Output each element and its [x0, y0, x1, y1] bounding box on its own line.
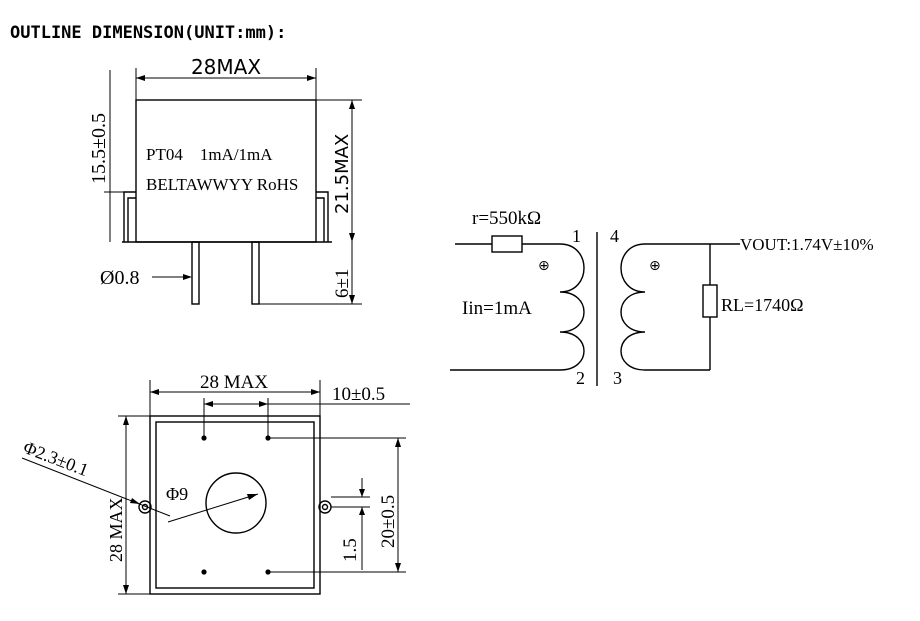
pin-3-label: 3: [613, 368, 622, 388]
primary-coil: [559, 243, 585, 371]
body-height-dim: 15.5±0.5: [88, 113, 110, 184]
mount-hole-dim: Φ2.3±0.1: [21, 437, 92, 480]
bottom-height-dim: 28 MAX: [106, 497, 126, 562]
pin-length-dim: 6±1: [332, 269, 353, 298]
pin-1-label: 1: [572, 226, 581, 246]
component-body: [135, 99, 317, 243]
page-title: OUTLINE DIMENSION(UNIT:mm):: [10, 23, 286, 43]
pin-2-label: 2: [576, 368, 585, 388]
primary-dot-icon: ⊕: [538, 258, 550, 274]
resistor-r: [491, 235, 523, 253]
load-resistor-label: RL=1740Ω: [721, 295, 804, 315]
bottom-view: Φ9 28 MAX 10±0.5 28 MAX Φ2.3±0.1: [21, 372, 410, 595]
bottom-outline-inner: [155, 421, 315, 589]
mount-ear-right: [318, 500, 332, 514]
input-current-label: Iin=1mA: [462, 298, 532, 319]
pin-diameter-label: Ø0.8: [100, 267, 139, 289]
hole-dim: Φ9: [166, 484, 188, 504]
center-hole: [205, 472, 267, 534]
marking-line2: BELTAWWYY RoHS: [146, 175, 298, 194]
pin-row-dim: 20±0.5: [378, 495, 399, 548]
pin-4-label: 4: [610, 226, 619, 246]
total-height-dim: 21.5MAX: [332, 134, 353, 214]
output-voltage-label: VOUT:1.74V±10%: [740, 235, 874, 254]
secondary-dot-icon: ⊕: [649, 258, 661, 274]
side-view: 28MAX 15.5±0.5 21.5MAX 6±1 Ø0.8 PT04 1mA…: [88, 55, 362, 305]
pin-left: [191, 241, 200, 305]
offset-dim: 1.5: [340, 538, 361, 562]
secondary-coil: [620, 243, 646, 371]
schematic: r=550kΩ 1 2 ⊕ Iin=1mA 4 3 ⊕ RL=1740Ω VOU…: [450, 208, 874, 388]
pin-spacing-dim: 10±0.5: [332, 384, 385, 405]
bottom-width-dim: 28 MAX: [200, 372, 268, 393]
pin-hole-3: [201, 569, 207, 575]
marking-line1: PT04 1mA/1mA: [146, 145, 273, 164]
pin-hole-1: [201, 435, 207, 441]
resistor-r-label: r=550kΩ: [472, 208, 541, 229]
load-resistor: [702, 284, 718, 318]
pin-right: [251, 241, 260, 305]
side-width-dim: 28MAX: [191, 55, 261, 79]
mount-ear-left: [138, 500, 152, 514]
bottom-outline-outer: [149, 415, 321, 595]
